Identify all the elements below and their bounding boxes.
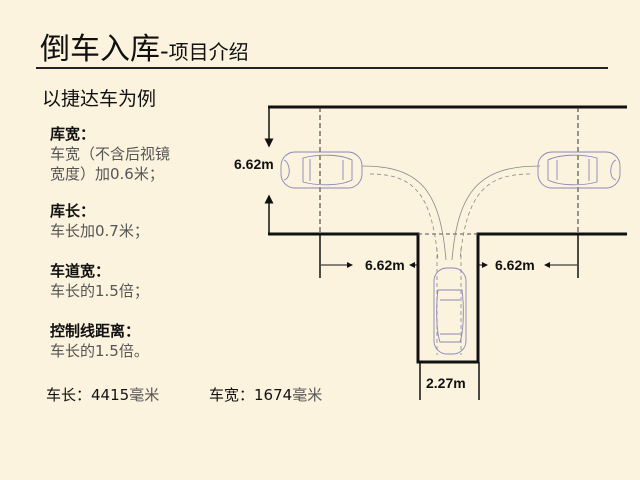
car-parked-icon xyxy=(433,267,467,355)
title-divider xyxy=(36,67,608,69)
car-width-info: 车宽：1674毫米 xyxy=(209,384,322,405)
car-right-icon xyxy=(537,151,621,189)
car-length-value: 4415 xyxy=(91,386,130,404)
page-title: 倒车入库-项目介绍 xyxy=(40,24,249,68)
spec-label: 库宽： xyxy=(50,125,96,143)
spec-value-line: 宽度）加0.6米； xyxy=(50,165,164,183)
garage-outline xyxy=(268,232,627,364)
title-sub: 项目介绍 xyxy=(168,40,249,64)
car-length-label: 车长： xyxy=(46,386,92,404)
left-control-label: 6.62m xyxy=(365,257,405,273)
car-length-unit: 毫米 xyxy=(129,386,160,404)
car-width-unit: 毫米 xyxy=(292,386,323,404)
spec-value-line: 车长加0.7米； xyxy=(50,222,149,240)
right-control-label: 6.62m xyxy=(495,257,535,273)
spec-value-line: 车长的1.5倍。 xyxy=(50,342,149,360)
spec-control-line-distance: 控制线距离： 车长的1.5倍。 xyxy=(50,321,149,361)
car-width-label: 车宽： xyxy=(209,386,255,404)
spec-garage-length: 库长： 车长加0.7米； xyxy=(50,201,149,241)
car-left-icon xyxy=(280,151,363,189)
garage-width-label: 2.27m xyxy=(426,375,466,391)
spec-lane-width: 车道宽： 车长的1.5倍； xyxy=(50,261,149,301)
driving-paths xyxy=(361,165,541,355)
spec-value-line: 车宽（不含后视镜 xyxy=(50,145,171,163)
car-width-value: 1674 xyxy=(254,386,293,404)
subtitle: 以捷达车为例 xyxy=(42,88,157,110)
spec-value-line: 车长的1.5倍； xyxy=(50,282,149,300)
lane-width-label: 6.62m xyxy=(234,156,274,172)
spec-garage-width: 库宽： 车宽（不含后视镜 宽度）加0.6米； xyxy=(50,124,170,184)
spec-label: 车道宽： xyxy=(50,262,111,280)
spec-label: 库长： xyxy=(50,202,96,220)
spec-label: 控制线距离： xyxy=(50,322,141,340)
car-length-info: 车长：4415毫米 xyxy=(46,384,159,405)
title-separator: - xyxy=(160,37,169,65)
title-main: 倒车入库 xyxy=(40,32,160,67)
